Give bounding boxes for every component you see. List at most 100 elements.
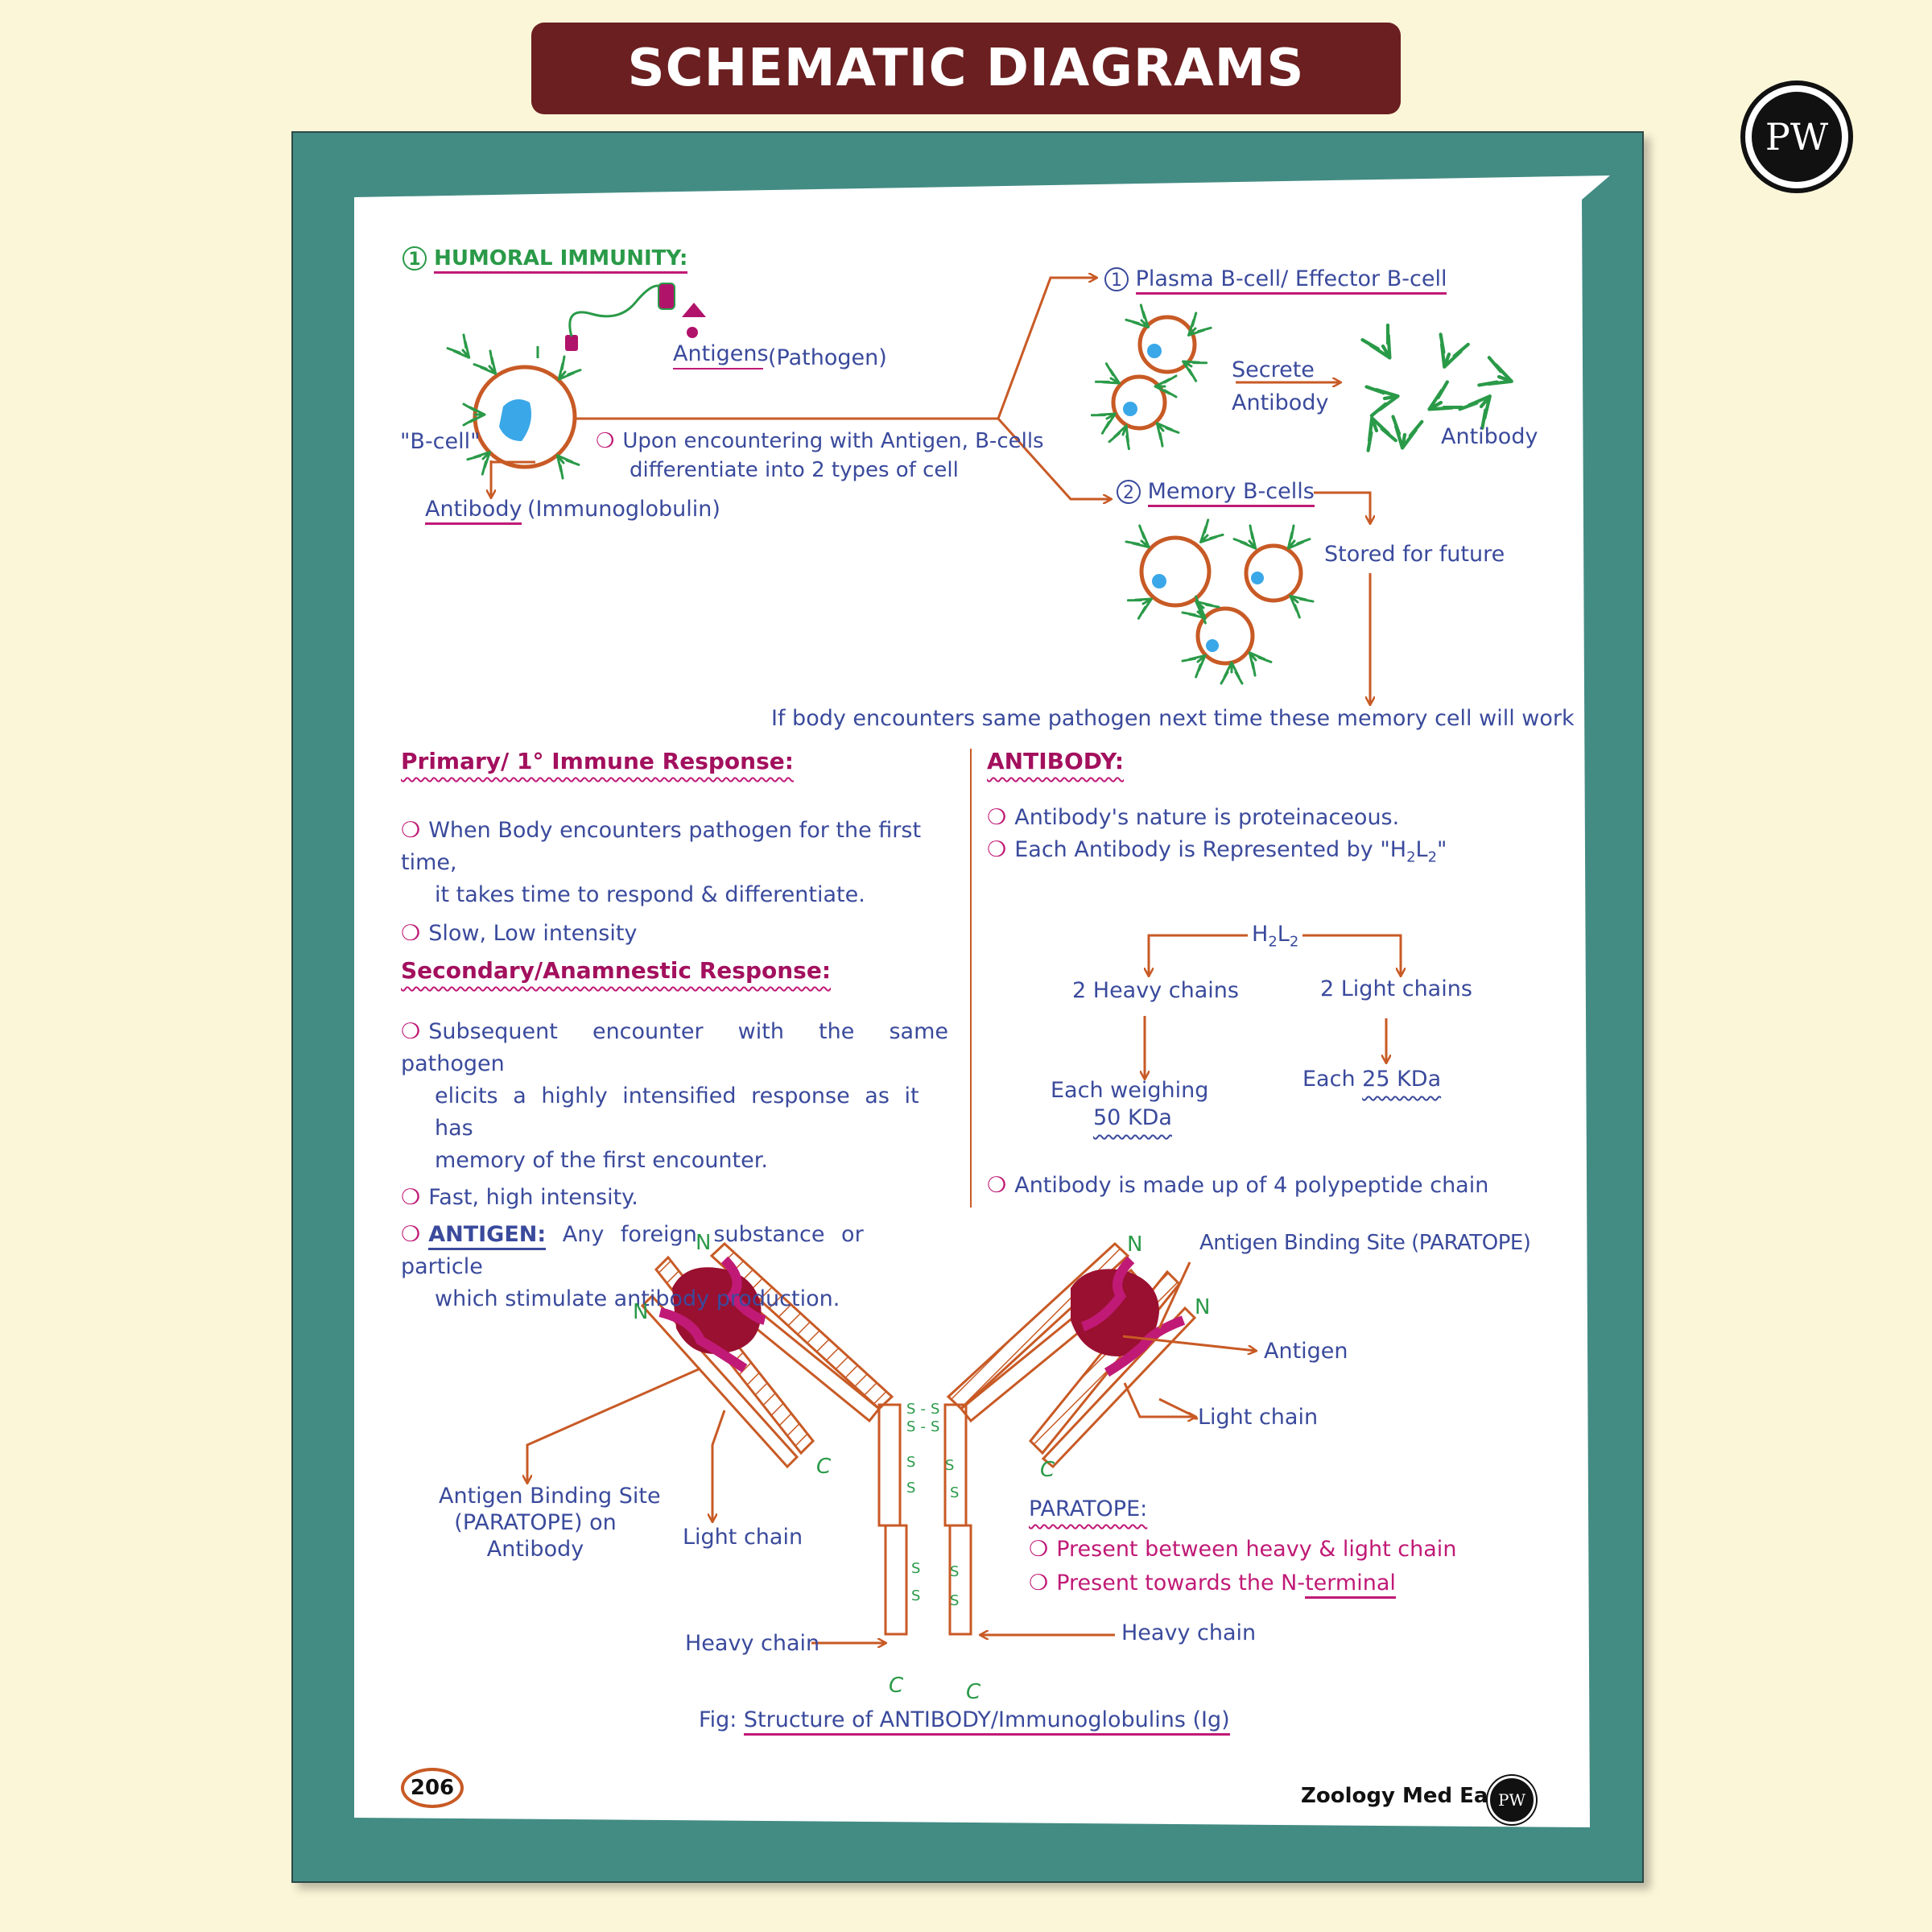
humoral-num: 1	[402, 246, 427, 270]
stored-label: Stored for future	[1324, 542, 1505, 567]
sub-l: 2	[1427, 848, 1438, 866]
s-bond-10: S	[950, 1592, 960, 1609]
c-label-2: C	[1040, 1458, 1055, 1482]
paratope-title: PARATOPE:	[1029, 1496, 1148, 1521]
secondary-b3-l1: Any foreign substance or particle	[401, 1222, 864, 1279]
banner-title: SCHEMATIC DIAGRAMS	[627, 39, 1305, 98]
primary-bullets: ❍When Body encounters pathogen for the f…	[401, 815, 948, 950]
pathogen-label: (Pathogen)	[768, 345, 887, 370]
secondary-b1-l3: memory of the first encounter.	[435, 1148, 768, 1173]
humoral-heading: 1 HUMORAL IMMUNITY:	[402, 246, 688, 274]
antigens-label: Antigens	[673, 341, 769, 366]
heavy-weight-1: Each weighing	[1051, 1078, 1209, 1103]
tree-l: L	[1277, 922, 1290, 947]
n-label-3: N	[1127, 1232, 1143, 1257]
antigen-blobs	[658, 1256, 1186, 1377]
plasma-title: Plasma B-cell/ Effector B-cell	[1135, 266, 1447, 295]
memory-title: Memory B-cells	[1147, 479, 1315, 507]
antibody-bullets: ❍Antibody's nature is proteinaceous. ❍Ea…	[987, 805, 1447, 866]
b-cell-label: "B-cell"	[400, 429, 481, 454]
secondary-b1-l1: Subsequent encounter with the same patho…	[401, 1019, 948, 1076]
caption-text: Structure of ANTIBODY/Immunoglobulins (I…	[743, 1707, 1230, 1736]
heavy-chains-label: 2 Heavy chains	[1072, 978, 1239, 1003]
s-2b: S	[930, 1418, 945, 1435]
s-bond-1: S-S	[906, 1401, 945, 1418]
primary-b2: Slow, Low intensity	[428, 921, 638, 946]
tree-sub-h: 2	[1268, 933, 1278, 951]
c-label-4: C	[966, 1680, 981, 1704]
paratope-b1: ❍Present between heavy & light chain	[1029, 1537, 1457, 1562]
secondary-b3-l2: which stimulate antibody production.	[435, 1286, 840, 1311]
heavy-chain-right-label: Heavy chain	[1121, 1620, 1257, 1645]
humoral-note-1: ❍Upon encountering with Antigen, B-cells	[596, 429, 1044, 453]
paratope-left-1: Antigen Binding Site	[439, 1484, 661, 1509]
antibody-b2-pre: Each Antibody is Represented by "H	[1014, 837, 1407, 862]
antibody-b2-mid: L	[1415, 837, 1428, 862]
paratope-heading: PARATOPE:	[1029, 1496, 1147, 1523]
antibody-word: Antibody	[425, 497, 522, 525]
humoral-note-2: differentiate into 2 types of cell	[630, 458, 959, 482]
s-bond-5: S	[945, 1457, 955, 1474]
secondary-bullets: ❍Subsequent encounter with the same path…	[401, 1016, 948, 1315]
s-bond-8: S	[911, 1587, 921, 1604]
light-chain-left-label: Light chain	[683, 1525, 803, 1550]
s-bond-4: S	[906, 1480, 916, 1496]
memory-cells	[1125, 518, 1315, 685]
s-2a: S	[906, 1418, 921, 1435]
n-label-4: N	[1195, 1295, 1211, 1319]
tree-h: H	[1252, 922, 1269, 947]
b-cell	[446, 333, 582, 480]
s-bond-7: S	[911, 1560, 921, 1577]
memory-heading: 2 Memory B-cells	[1117, 478, 1315, 507]
antibody-b2-post: "	[1437, 837, 1447, 862]
footer-pw-logo-icon: PW	[1488, 1776, 1536, 1824]
secrete-label: Secrete	[1232, 357, 1315, 382]
primary-title: Primary/ 1° Immune Response:	[401, 748, 794, 774]
plasma-cells	[1090, 303, 1212, 451]
primary-b1-l1: When Body encounters pathogen for the fi…	[401, 818, 922, 875]
c-label-1: C	[816, 1455, 832, 1479]
paratope-b2-pre: Present towards the N-	[1056, 1571, 1306, 1596]
n-label-2: N	[633, 1300, 649, 1324]
humoral-title: HUMORAL IMMUNITY:	[434, 246, 688, 274]
secondary-title: Secondary/Anamnestic Response:	[401, 957, 832, 984]
page-number: 206	[401, 1768, 464, 1808]
secondary-b2: Fast, high intensity.	[428, 1185, 638, 1210]
paratope-b2-terminal: terminal	[1305, 1571, 1396, 1599]
footer-brand: Zoology Med Easy	[1301, 1784, 1514, 1808]
antigen-shapes	[565, 283, 706, 351]
page-banner: SCHEMATIC DIAGRAMS	[531, 23, 1401, 114]
paratope-left-2: (PARATOPE) on	[454, 1510, 617, 1535]
antibody-b3: ❍Antibody is made up of 4 polypeptide ch…	[987, 1173, 1489, 1198]
s-1b: S	[930, 1401, 945, 1418]
memory-note: If body encounters same pathogen next ti…	[771, 706, 1575, 731]
antibody-b3-text: Antibody is made up of 4 polypeptide cha…	[1014, 1173, 1489, 1198]
antibody-title: ANTIBODY:	[987, 748, 1125, 774]
figure-caption: Fig: Structure of ANTIBODY/Immunoglobuli…	[699, 1707, 1230, 1736]
figure-arrows	[527, 1261, 1256, 1643]
primary-b1-l2: it takes time to respond & differentiate…	[435, 882, 865, 907]
paratope-right-label: Antigen Binding Site (PARATOPE)	[1199, 1231, 1531, 1255]
light-weight: Each 25 KDa	[1302, 1066, 1441, 1093]
c-label-3: C	[889, 1674, 904, 1698]
paratope-b1-text: Present between heavy & light chain	[1056, 1537, 1457, 1562]
secrete-antibody-label: Antibody	[1232, 390, 1329, 415]
pw-logo: PW	[1740, 80, 1853, 193]
heavy-chain-left-label: Heavy chain	[685, 1631, 820, 1656]
humoral-note-1-text: Upon encountering with Antigen, B-cells	[622, 429, 1044, 453]
caption-prefix: Fig:	[699, 1707, 744, 1732]
light-chains-label: 2 Light chains	[1320, 976, 1472, 1001]
plasma-num: 1	[1104, 267, 1129, 291]
s-1a: S	[906, 1401, 921, 1418]
antigen-term: ANTIGEN:	[428, 1222, 547, 1250]
s-bond-6: S	[950, 1484, 960, 1501]
s-bond-3: S	[906, 1454, 916, 1471]
s-bond-9: S	[950, 1563, 960, 1580]
antibody-b1: Antibody's nature is proteinaceous.	[1014, 805, 1400, 830]
s-bond-2: S-S	[906, 1418, 945, 1435]
plasma-antibody-label: Antibody	[1441, 424, 1538, 449]
tree-sub-l: 2	[1289, 933, 1299, 951]
plasma-heading: 1 Plasma B-cell/ Effector B-cell	[1104, 266, 1447, 295]
secondary-b1-l2: elicits a highly intensified response as…	[435, 1084, 919, 1141]
